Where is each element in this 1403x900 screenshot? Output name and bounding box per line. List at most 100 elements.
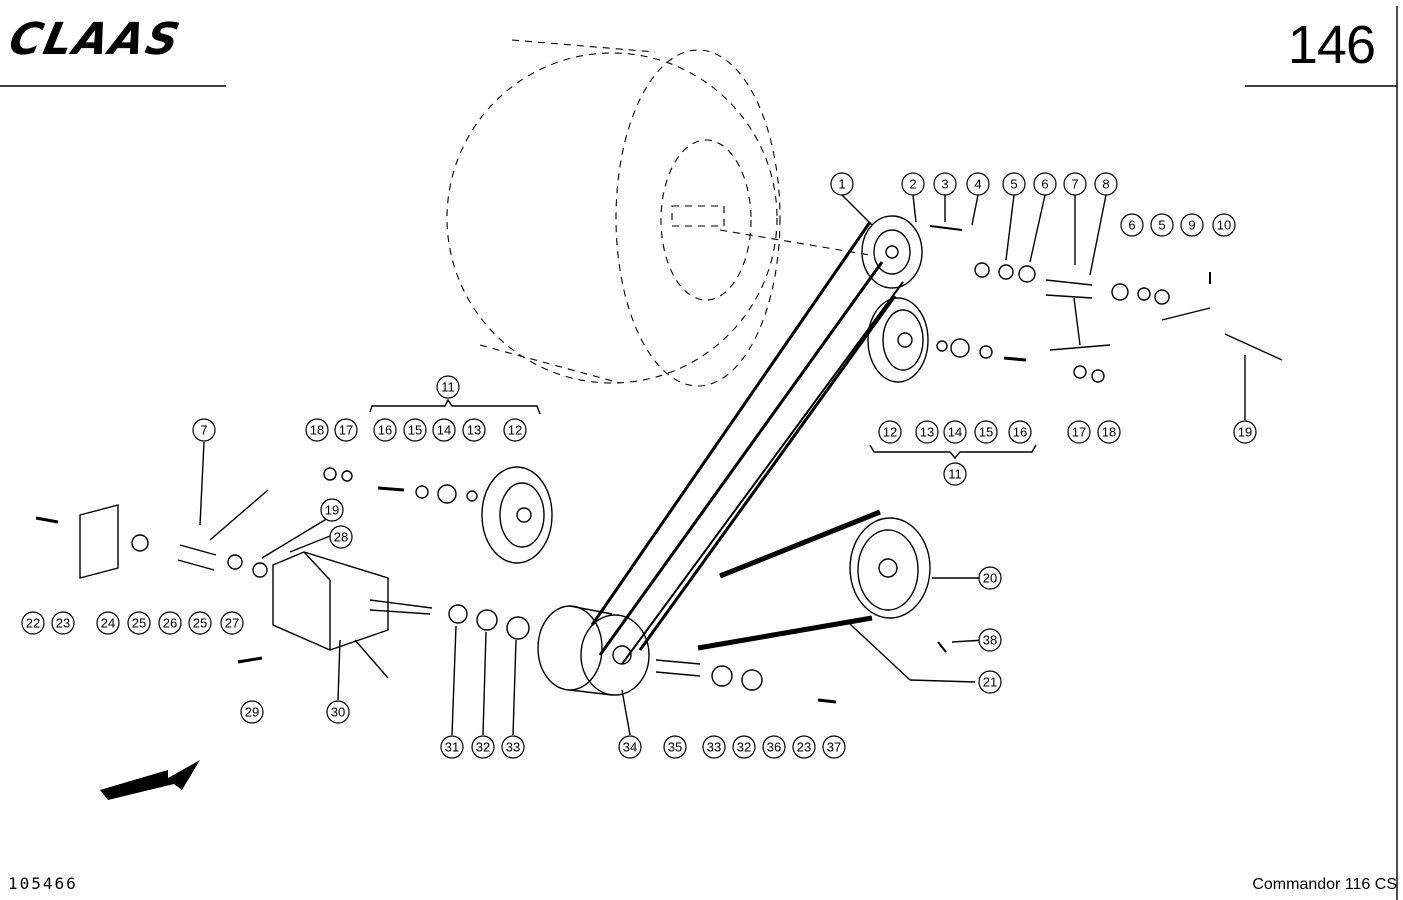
callout-12: 12: [503, 418, 527, 442]
callout-label: 14: [437, 423, 451, 438]
callout-15: 15: [403, 418, 427, 442]
model-name: Commandor 116 CS: [1252, 876, 1397, 893]
callout-34: 34: [618, 735, 642, 759]
callout-label: 29: [245, 705, 259, 720]
callout-9: 9: [1180, 213, 1204, 237]
document-number: 105466: [8, 874, 78, 893]
callout-label: 12: [508, 423, 522, 438]
callout-31: 31: [440, 735, 464, 759]
callout-18: 18: [1097, 420, 1121, 444]
callout-label: 19: [1238, 425, 1252, 440]
direction-arrow-icon: [100, 760, 200, 800]
callout-label: 16: [378, 423, 392, 438]
callout-37: 37: [822, 735, 846, 759]
page-number: 146: [1287, 15, 1376, 75]
callout-label: 10: [1217, 218, 1231, 233]
callout-30: 30: [326, 700, 350, 724]
callout-5: 5: [1150, 213, 1174, 237]
callout-12: 12: [878, 420, 902, 444]
callout-33: 33: [501, 735, 525, 759]
callout-11: 11: [436, 375, 460, 399]
drum-outline: [446, 39, 871, 387]
callout-11: 11: [943, 462, 967, 486]
callout-26: 26: [158, 611, 182, 635]
callout-label: 18: [310, 423, 324, 438]
callout-23: 23: [51, 611, 75, 635]
callout-label: 25: [193, 616, 207, 631]
callout-32: 32: [732, 735, 756, 759]
callout-5: 5: [1002, 172, 1026, 196]
callout-label: 21: [983, 675, 997, 690]
callout-14: 14: [432, 418, 456, 442]
callout-label: 26: [163, 616, 177, 631]
callout-label: 27: [225, 616, 239, 631]
callout-13: 13: [915, 420, 939, 444]
callout-35: 35: [663, 735, 687, 759]
callout-label: 32: [737, 740, 751, 755]
callout-29: 29: [240, 700, 264, 724]
callout-label: 20: [983, 571, 997, 586]
callout-10: 10: [1212, 213, 1236, 237]
callout-label: 1: [838, 177, 845, 192]
callout-27: 27: [220, 611, 244, 635]
callout-label: 13: [920, 425, 934, 440]
callout-6: 6: [1033, 172, 1057, 196]
callout-7: 7: [1063, 172, 1087, 196]
callout-label: 32: [476, 740, 490, 755]
callout-label: 25: [132, 616, 146, 631]
callout-label: 36: [767, 740, 781, 755]
callout-label: 11: [441, 380, 455, 395]
callout-21: 21: [978, 670, 1002, 694]
callout-3: 3: [933, 172, 957, 196]
callout-label: 35: [668, 740, 682, 755]
callout-20: 20: [978, 566, 1002, 590]
callout-label: 13: [467, 423, 481, 438]
callout-label: 2: [909, 177, 916, 192]
callout-6: 6: [1120, 213, 1144, 237]
callout-label: 3: [941, 177, 948, 192]
callout-label: 23: [797, 740, 811, 755]
callout-label: 15: [408, 423, 422, 438]
callout-19: 19: [1233, 420, 1257, 444]
callout-label: 14: [948, 425, 962, 440]
callout-17: 17: [334, 418, 358, 442]
callout-label: 6: [1041, 177, 1048, 192]
callout-label: 12: [883, 425, 897, 440]
callout-label: 18: [1102, 425, 1116, 440]
callout-25: 25: [127, 611, 151, 635]
callout-33: 33: [702, 735, 726, 759]
callout-7: 7: [192, 418, 216, 442]
callout-18: 18: [305, 418, 329, 442]
callout-label: 5: [1010, 177, 1017, 192]
callout-label: 33: [506, 740, 520, 755]
callout-label: 22: [26, 616, 40, 631]
callout-label: 33: [707, 740, 721, 755]
callout-label: 38: [983, 633, 997, 648]
callout-22: 22: [21, 611, 45, 635]
callout-32: 32: [471, 735, 495, 759]
callout-label: 30: [331, 705, 345, 720]
callout-label: 24: [101, 616, 115, 631]
callout-label: 19: [325, 503, 339, 518]
callout-15: 15: [974, 420, 998, 444]
callout-label: 28: [334, 530, 348, 545]
callout-label: 15: [979, 425, 993, 440]
callout-14: 14: [943, 420, 967, 444]
callout-24: 24: [96, 611, 120, 635]
callout-label: 4: [974, 177, 981, 192]
callout-label: 17: [339, 423, 353, 438]
callout-label: 8: [1102, 177, 1109, 192]
callout-2: 2: [901, 172, 925, 196]
callout-4: 4: [966, 172, 990, 196]
callout-23: 23: [792, 735, 816, 759]
callout-label: 31: [445, 740, 459, 755]
callout-label: 9: [1188, 218, 1195, 233]
callout-label: 23: [56, 616, 70, 631]
callout-17: 17: [1067, 420, 1091, 444]
callout-label: 6: [1128, 218, 1135, 233]
callout-label: 34: [623, 740, 637, 755]
callout-13: 13: [462, 418, 486, 442]
callout-1: 1: [830, 172, 854, 196]
